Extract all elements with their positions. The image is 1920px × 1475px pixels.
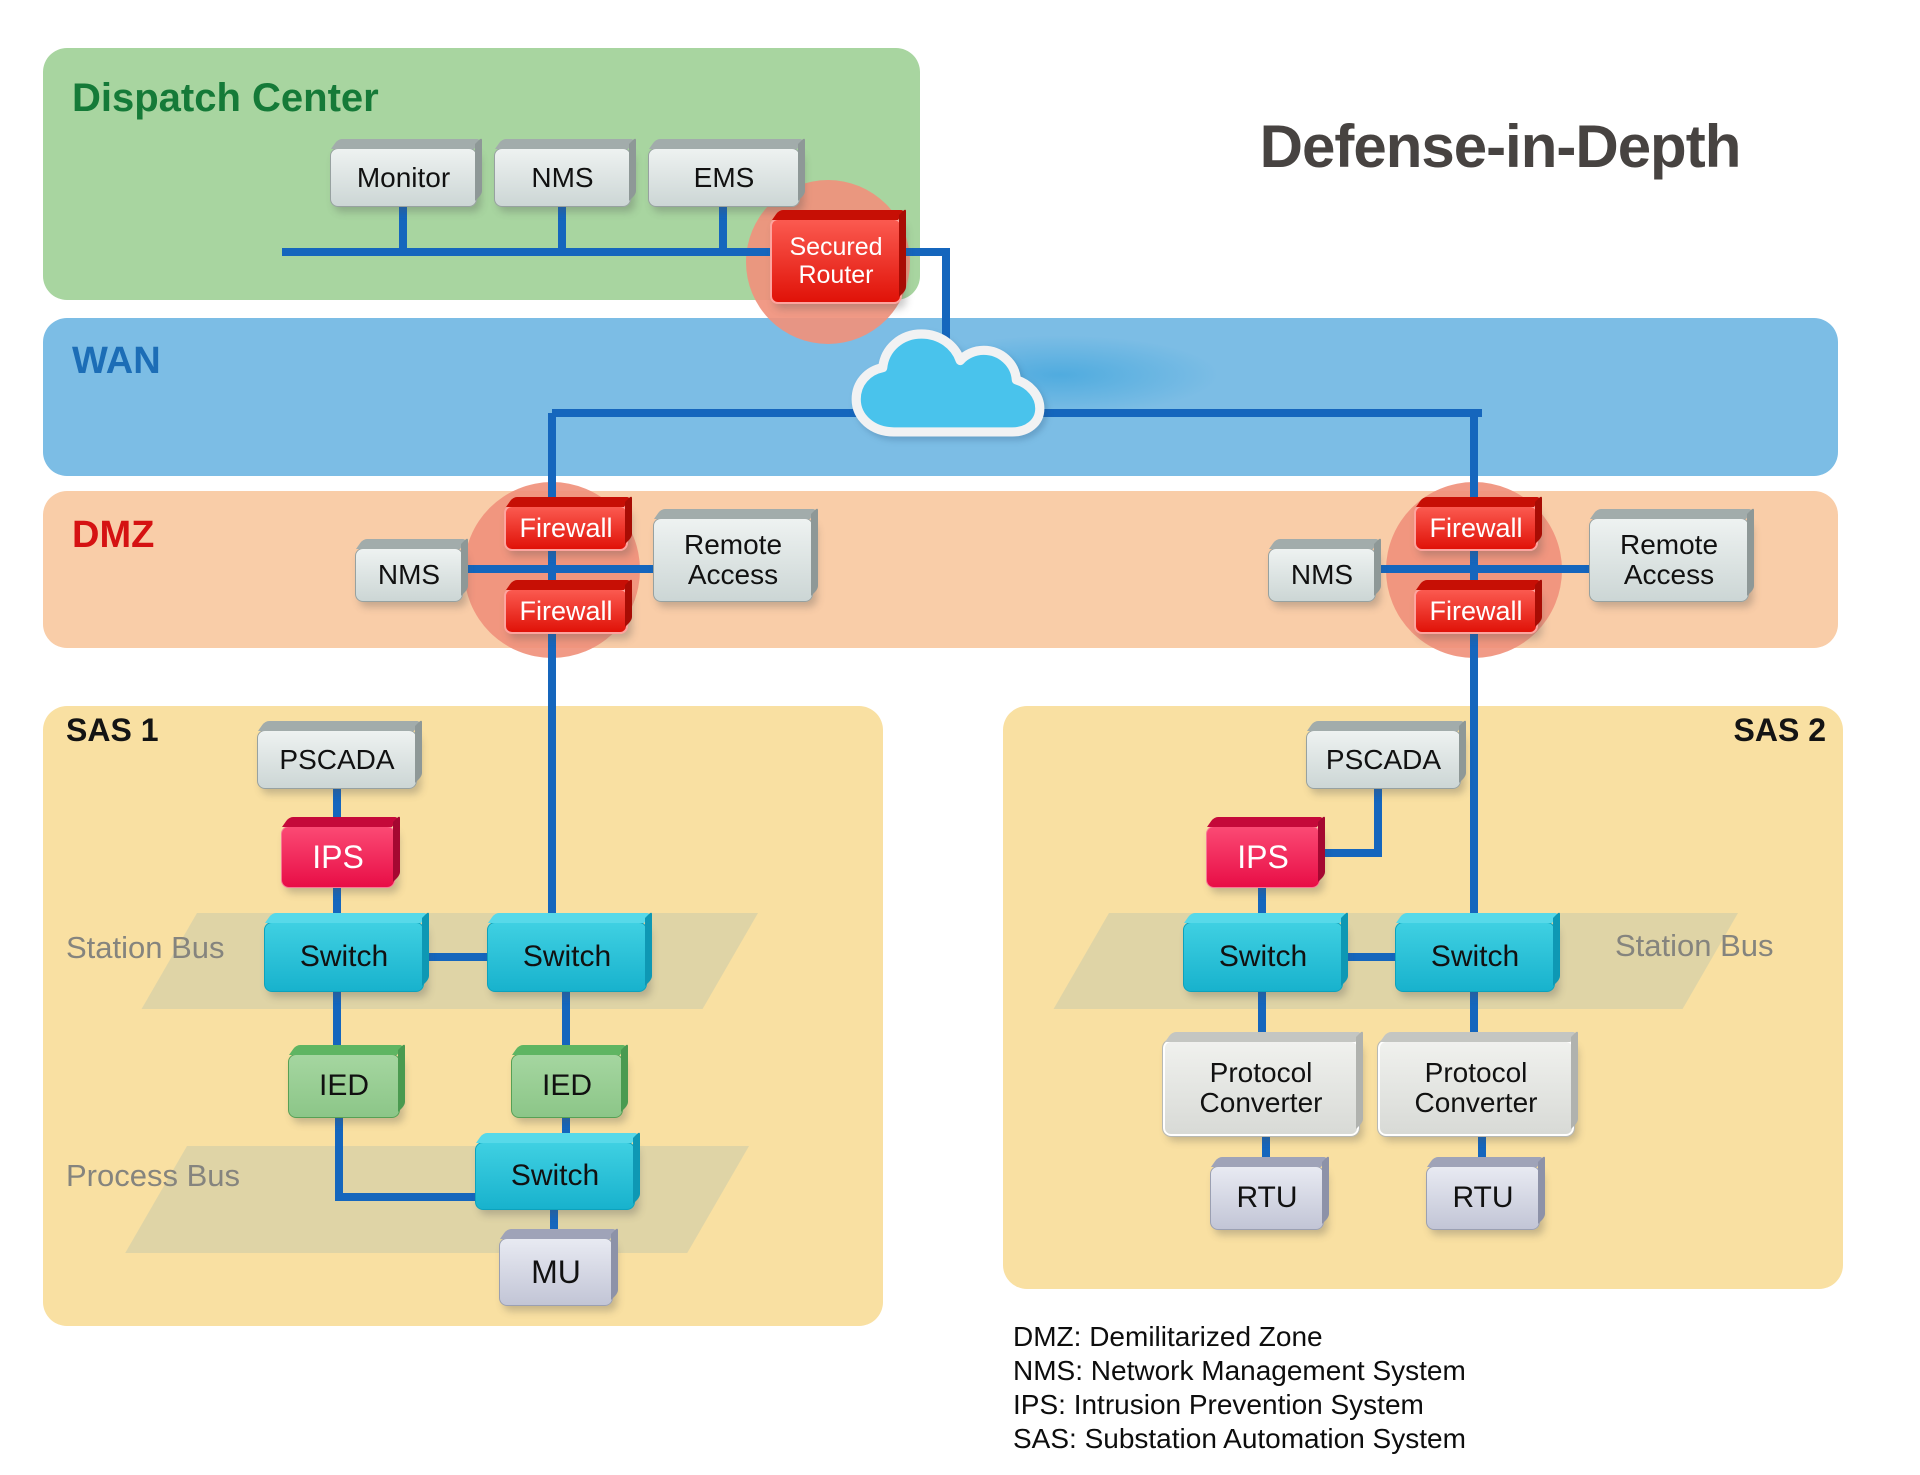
switch-sas2-right-node: Switch [1395, 922, 1555, 992]
nms-dispatch-node: NMS [494, 148, 631, 207]
protocol-converter-right-node: Protocol Converter [1377, 1039, 1575, 1137]
right-vertical-line [1470, 413, 1478, 926]
sas2-ips-switch-line [1258, 884, 1266, 926]
firewall-right-bottom-node: Firewall [1414, 588, 1538, 634]
monitor-node: Monitor [330, 148, 477, 207]
nms-dmz-left-node: NMS [355, 548, 463, 602]
remote-access-left-node: Remote Access [653, 518, 813, 602]
sas2-station-bus-label: Station Bus [1615, 928, 1774, 963]
nms-dmz-right-node: NMS [1268, 548, 1376, 602]
sas2-label: SAS 2 [1733, 712, 1826, 748]
dmz-left-h-line [461, 565, 656, 573]
page-title: Defense-in-Depth [1259, 113, 1742, 180]
switch-sas1-left-node: Switch [264, 922, 424, 992]
sas1-switch-mu-line [550, 1206, 558, 1240]
dispatch-center-label: Dispatch Center [72, 76, 379, 120]
dmz-right-h-line [1374, 565, 1592, 573]
sas2-switch-pc-right-line [1470, 988, 1478, 1042]
router-to-cloud-line [942, 252, 950, 354]
mu-node: MU [499, 1238, 613, 1306]
sas2-switch-pc-left-line [1258, 988, 1266, 1042]
rtu-left-node: RTU [1210, 1166, 1324, 1230]
ips-sas1-node: IPS [281, 826, 395, 888]
ems-stub-line [719, 205, 727, 252]
ied-left-node: IED [288, 1054, 400, 1118]
wan-cloud-icon [846, 322, 1050, 453]
sas1-station-bus-label: Station Bus [66, 930, 225, 965]
sas2-pc-rtu-left-line [1262, 1130, 1270, 1168]
pscada-sas1-node: PSCADA [257, 730, 417, 789]
sas2-pscada-down-line [1374, 784, 1382, 857]
secured-router-node: Secured Router [770, 218, 902, 304]
firewall-left-top-node: Firewall [504, 505, 628, 551]
sas1-ied-switch-line [562, 1112, 570, 1144]
ips-sas2-node: IPS [1206, 826, 1320, 888]
legend: DMZ: Demilitarized Zone NMS: Network Man… [1013, 1320, 1466, 1456]
ied-right-node: IED [511, 1054, 623, 1118]
legend-item-sas: SAS: Substation Automation System [1013, 1423, 1466, 1454]
sas1-station-bus-plane [141, 913, 759, 1009]
router-out-line [898, 248, 950, 256]
nms-stub-line [558, 205, 566, 252]
left-vertical-line [548, 413, 556, 926]
pscada-sas2-node: PSCADA [1306, 730, 1461, 789]
sas2-pc-rtu-right-line [1478, 1130, 1486, 1168]
switch-sas1-right-node: Switch [487, 922, 647, 992]
rtu-right-node: RTU [1426, 1166, 1540, 1230]
sas2-switch-link-line [1341, 953, 1399, 961]
protocol-converter-left-node: Protocol Converter [1162, 1039, 1360, 1137]
legend-item-nms: NMS: Network Management System [1013, 1355, 1466, 1386]
firewall-right-top-node: Firewall [1414, 505, 1538, 551]
remote-access-right-node: Remote Access [1589, 518, 1749, 602]
sas2-pscada-ips-line [1318, 849, 1382, 857]
switch-process-bus-node: Switch [475, 1142, 635, 1210]
dispatch-bus-line [282, 248, 770, 256]
firewall-left-bottom-node: Firewall [504, 588, 628, 634]
sas1-switch-link-line [422, 953, 490, 961]
sas1-ied-down-line [335, 1112, 343, 1201]
sas1-process-bus-label: Process Bus [66, 1158, 241, 1193]
sas1-label: SAS 1 [66, 712, 159, 748]
wan-label: WAN [72, 340, 161, 382]
switch-sas2-left-node: Switch [1183, 922, 1343, 992]
sas1-switch-ied-line [562, 988, 570, 1056]
monitor-stub-line [399, 205, 407, 252]
legend-item-ips: IPS: Intrusion Prevention System [1013, 1389, 1424, 1420]
ems-node: EMS [648, 148, 800, 207]
dmz-label: DMZ [72, 514, 155, 556]
legend-item-dmz: DMZ: Demilitarized Zone [1013, 1321, 1323, 1352]
sas1-ied-right-line [335, 1193, 480, 1201]
